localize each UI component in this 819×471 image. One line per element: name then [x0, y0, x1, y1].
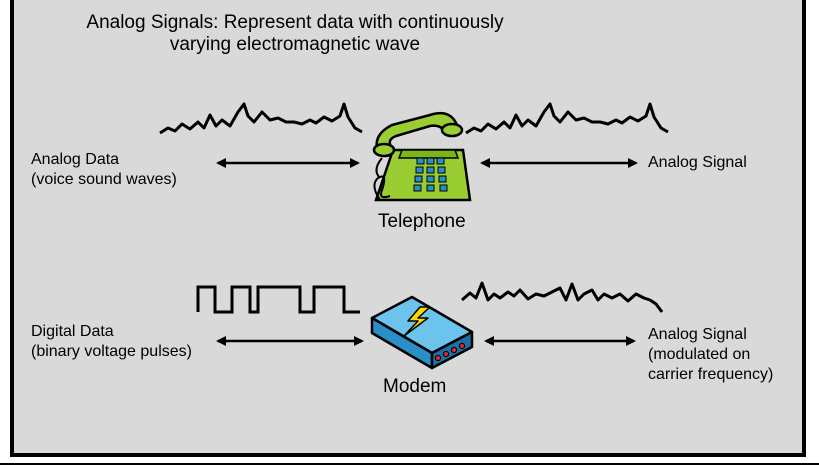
telephone-icon — [372, 111, 472, 202]
analog-signal-wave-1 — [465, 102, 669, 135]
diagram-title: Analog Signals: Represent data with cont… — [86, 12, 504, 55]
modem-label: Modem — [383, 376, 447, 397]
digital-data-label: Digital Data (binary voltage pulses) — [31, 323, 192, 360]
modem-icon — [370, 295, 474, 370]
bottom-border — [0, 463, 819, 465]
analog-data-wave — [159, 102, 363, 135]
modulated-analog-signal-label: Analog Signal (modulated on carrier freq… — [648, 326, 774, 383]
diagram-panel — [10, 0, 806, 457]
analog-data-label: Analog Data (voice sound waves) — [31, 151, 177, 188]
analog-signal-label: Analog Signal — [648, 154, 747, 171]
telephone-label: Telephone — [378, 211, 466, 232]
binary-square-wave — [196, 285, 360, 314]
analog-signal-wave-2 — [461, 281, 664, 313]
